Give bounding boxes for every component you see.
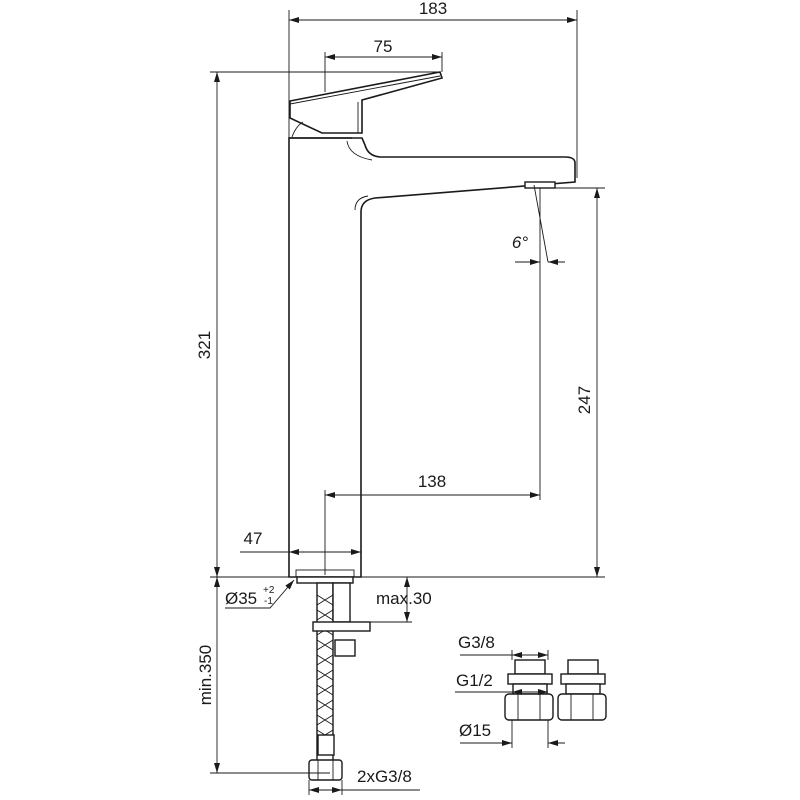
compression-fitting-1	[504, 659, 554, 721]
dim-handle-length: 75	[374, 37, 393, 56]
dim-hose-connection: 2xG3/8	[357, 767, 412, 786]
small-nut	[334, 639, 356, 657]
faucet-handle	[289, 71, 444, 138]
fitting-pipe-diameter: Ø15	[459, 721, 491, 740]
dim-hole-tolerance-minus: -1	[264, 596, 273, 607]
dimension-lines	[214, 17, 600, 793]
dim-spout-reach: 138	[418, 472, 446, 491]
mounting-plate	[312, 621, 371, 632]
dim-max-deck-thickness: max.30	[376, 589, 432, 608]
faucet-body	[288, 137, 576, 578]
fitting-thread-mid: G1/2	[456, 671, 493, 690]
dim-total-height: 321	[195, 331, 214, 359]
dim-hole-tolerance-plus: +2	[263, 585, 275, 596]
threaded-shank	[332, 582, 351, 623]
dim-hole-diameter: Ø35	[225, 589, 257, 608]
dim-spout-height: 247	[575, 386, 594, 414]
hose-nut	[308, 759, 343, 781]
dim-min-hose-length: min.350	[196, 645, 215, 705]
dim-total-width: 183	[419, 0, 447, 18]
dim-body-width: 47	[244, 529, 263, 548]
compression-fitting-2	[557, 659, 607, 721]
dim-aerator-angle: 6°	[512, 233, 528, 252]
fitting-thread-top: G3/8	[458, 633, 495, 652]
aerator	[524, 181, 556, 189]
mounting-assembly	[296, 576, 371, 781]
